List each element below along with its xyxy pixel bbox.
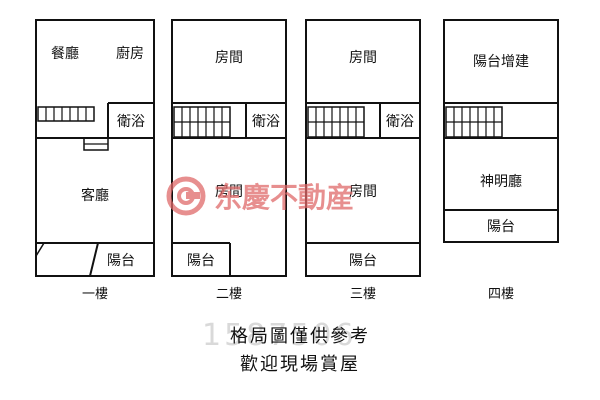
floor-1-caption: 一樓 bbox=[82, 287, 108, 302]
floor-3-stair-steps bbox=[308, 107, 364, 137]
floor-3-balcony-label: 陽台 bbox=[349, 253, 377, 269]
floor-1-stair-steps bbox=[45, 107, 87, 121]
floor-1-kitchen-label: 廚房 bbox=[116, 45, 144, 62]
floor-3-caption: 三樓 bbox=[350, 287, 376, 302]
floor-4-balcony-label: 陽台 bbox=[487, 219, 515, 235]
floor-4-caption: 四樓 bbox=[488, 287, 514, 302]
floor-4-shrine-label: 神明廳 bbox=[480, 173, 522, 190]
floor-1-bay-window bbox=[36, 242, 100, 277]
floor-1-living-label: 客廳 bbox=[81, 187, 109, 204]
watermark: 东慶不動産 bbox=[166, 176, 354, 216]
floor-2-room-front-label: 房間 bbox=[215, 50, 243, 66]
floor-2-stair-steps bbox=[174, 107, 230, 137]
floor-3-room-back-label: 房間 bbox=[349, 184, 377, 200]
floor-4-stair-steps bbox=[446, 107, 502, 137]
floor-1-outline bbox=[35, 19, 155, 277]
floor-2-bath-label: 衛浴 bbox=[252, 114, 280, 130]
watermark-logo-icon bbox=[166, 176, 206, 216]
floor-3-bath-label: 衛浴 bbox=[386, 114, 414, 130]
floor-4-plan bbox=[443, 19, 559, 243]
floor-2-caption: 二樓 bbox=[216, 287, 242, 302]
floor-4-outline bbox=[443, 19, 559, 243]
floor-1-plan bbox=[35, 19, 155, 277]
floor-1-dining-label: 餐廳 bbox=[51, 45, 79, 62]
notice-line-2: 歡迎現場賞屋 bbox=[240, 354, 360, 375]
floor-3-room-front-label: 房間 bbox=[349, 50, 377, 66]
notice-line-1: 格局圖僅供參考 bbox=[230, 326, 370, 347]
floor-2-balcony-label: 陽台 bbox=[187, 253, 215, 269]
floor-4-extension-label: 陽台增建 bbox=[473, 54, 529, 70]
floor-1-bath-label: 衛浴 bbox=[117, 114, 145, 130]
watermark-ghost-number: 1587506 bbox=[202, 318, 357, 353]
floor-2-room-back-label: 房間 bbox=[215, 184, 243, 200]
floor-3-plan bbox=[305, 19, 421, 277]
floor-2-plan bbox=[171, 19, 287, 277]
floor-1-balcony-label: 陽台 bbox=[107, 253, 135, 269]
floor-3-outline bbox=[305, 19, 421, 277]
watermark-text: 东慶不動産 bbox=[214, 181, 354, 214]
floor-1-stair bbox=[37, 106, 95, 122]
